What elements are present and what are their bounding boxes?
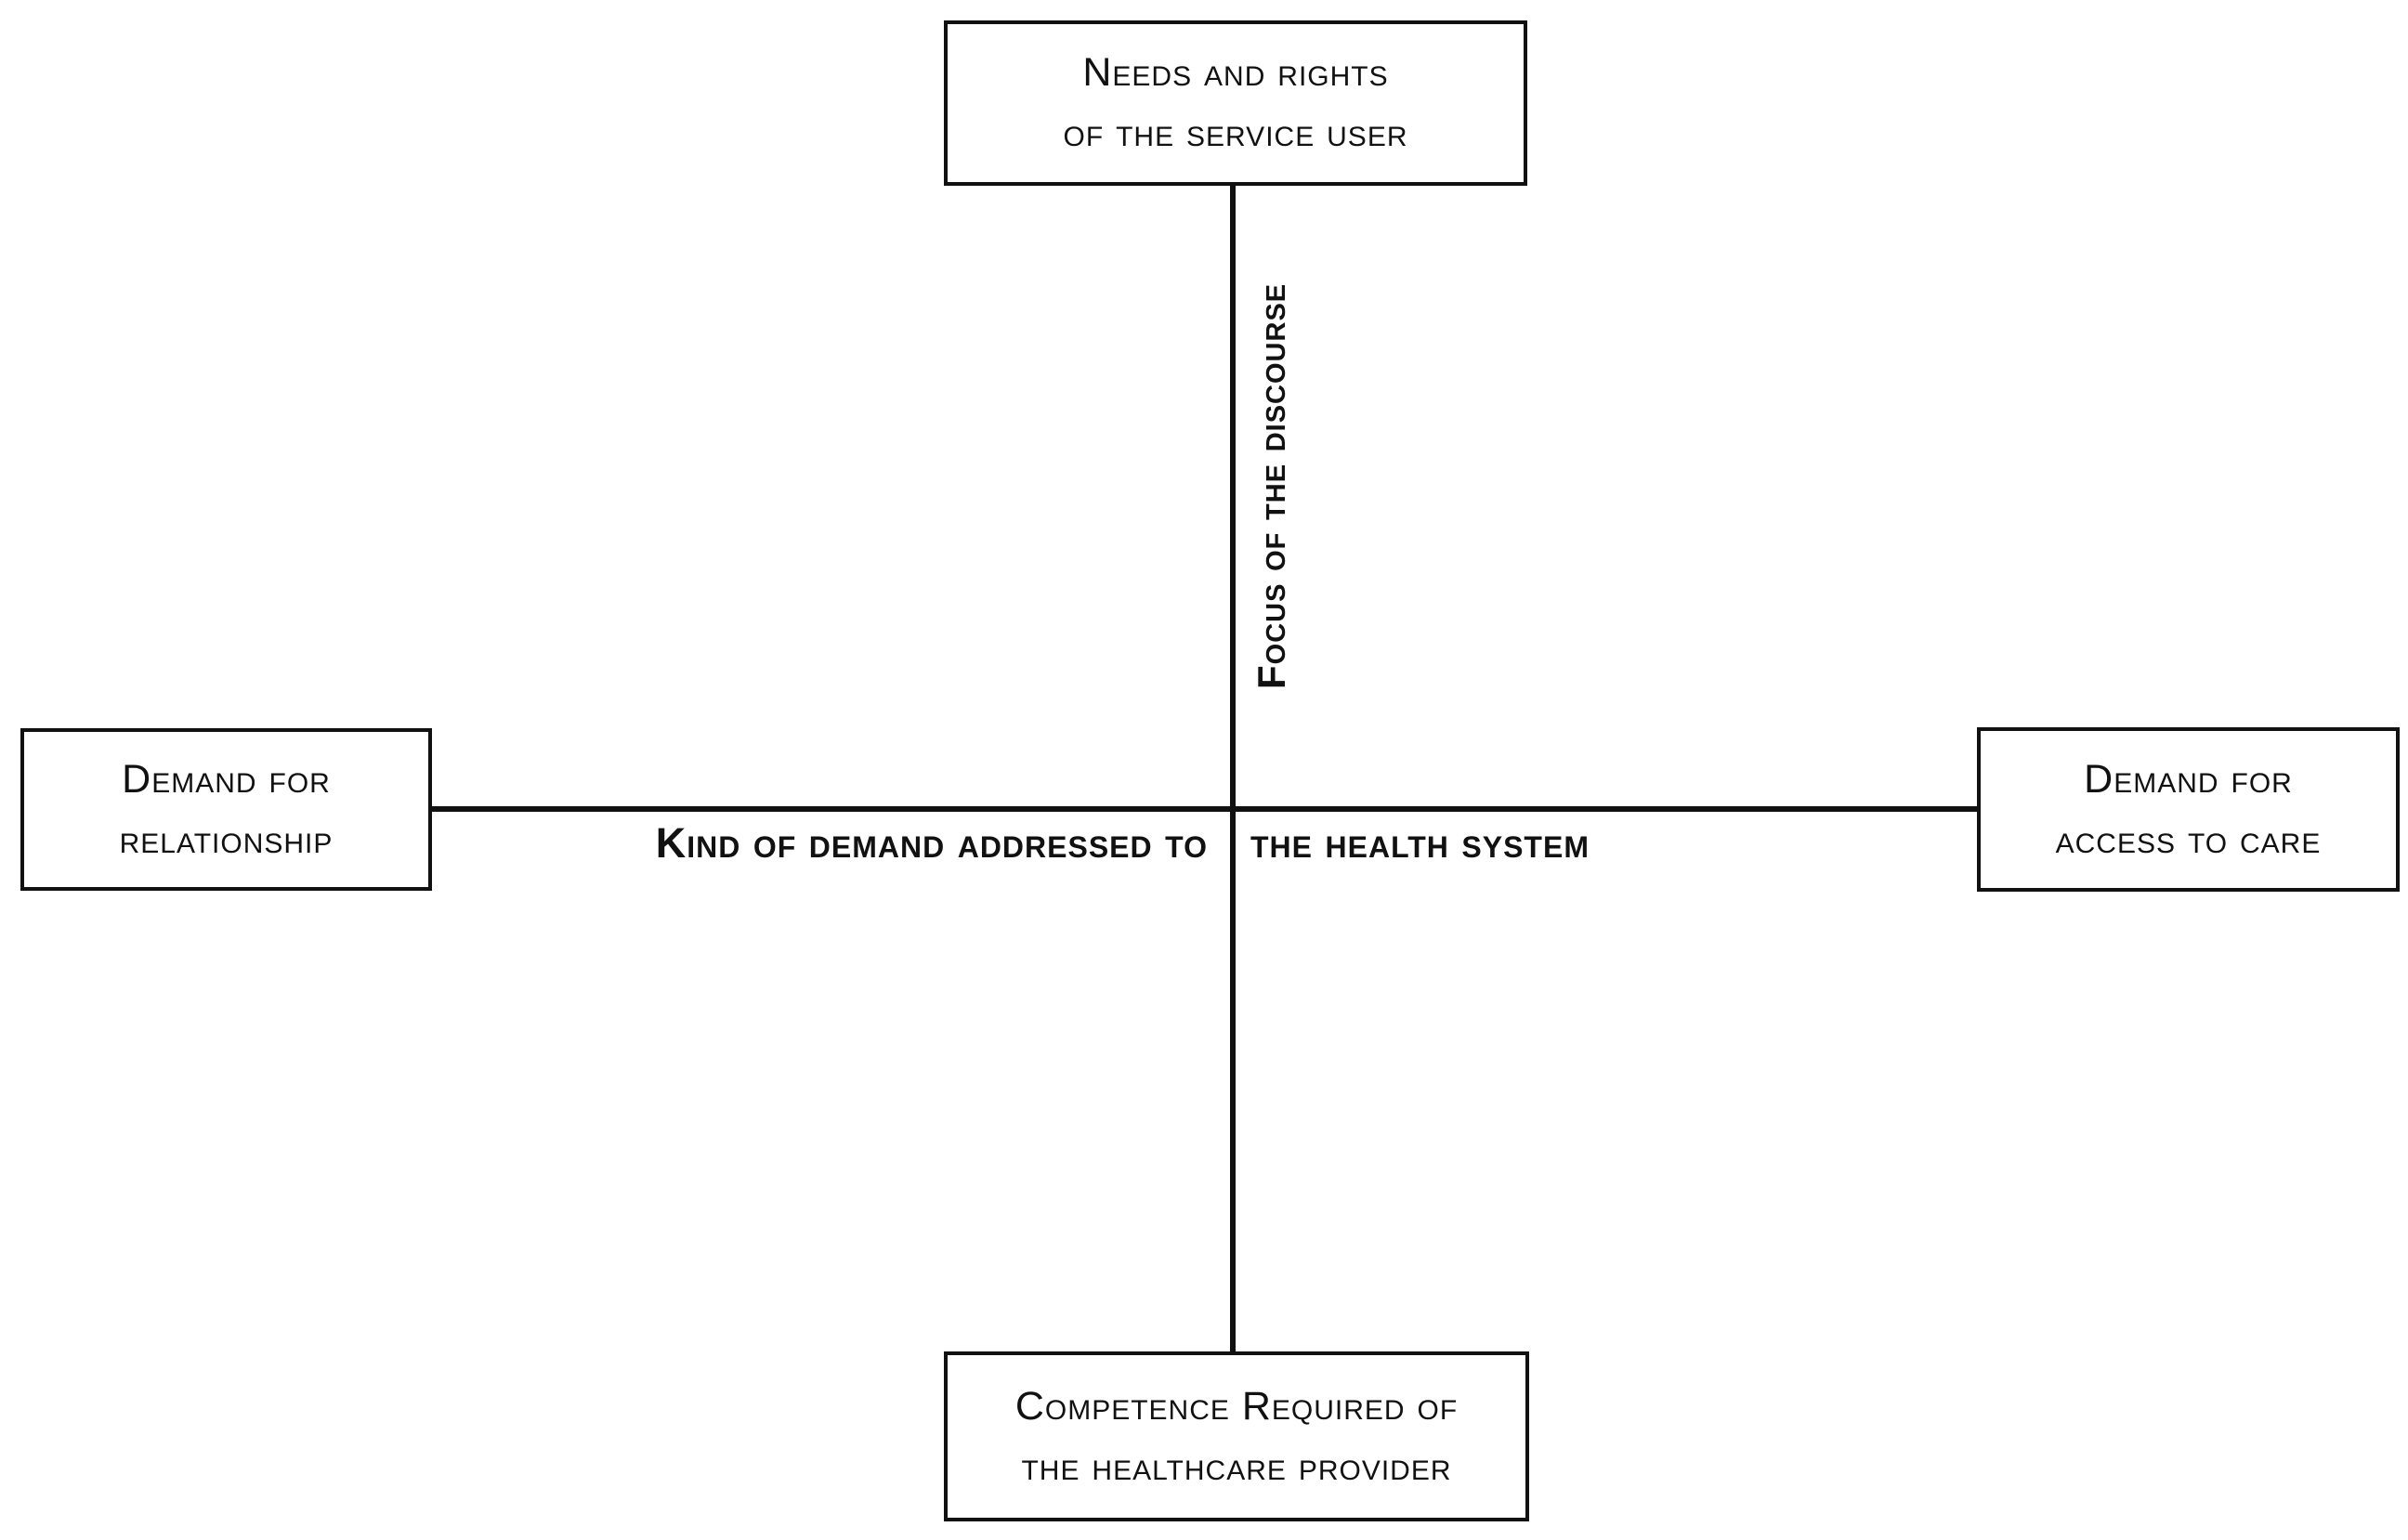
box-demand-for-access-line2: access to care <box>2055 816 2322 862</box>
box-demand-for-access: Demand for access to care <box>1977 727 2400 892</box>
box-needs-and-rights-line2: of the service user <box>1063 111 1408 155</box>
box-competence-required-line1: Competence Required of <box>1014 1383 1459 1429</box>
box-demand-for-relationship-line1: Demand for <box>122 756 331 802</box>
horizontal-axis-label-left: Kind of demand addressed to <box>655 819 1208 867</box>
box-competence-required-line2: the healthcare provider <box>1021 1443 1452 1489</box>
box-needs-and-rights: Needs and rights of the service user <box>944 20 1527 186</box>
box-demand-for-access-line1: Demand for <box>2084 756 2293 802</box>
vertical-axis-label: Focus of the discourse <box>1250 282 1293 689</box>
box-competence-required: Competence Required of the healthcare pr… <box>944 1351 1529 1521</box>
horizontal-axis-line <box>431 806 1978 812</box>
box-demand-for-relationship-line2: relationship <box>119 816 334 862</box>
horizontal-axis-label-right: the health system <box>1250 819 1590 867</box>
box-demand-for-relationship: Demand for relationship <box>20 728 432 891</box>
box-needs-and-rights-line1: Needs and rights <box>1082 50 1389 95</box>
vertical-axis-line <box>1230 184 1236 1353</box>
